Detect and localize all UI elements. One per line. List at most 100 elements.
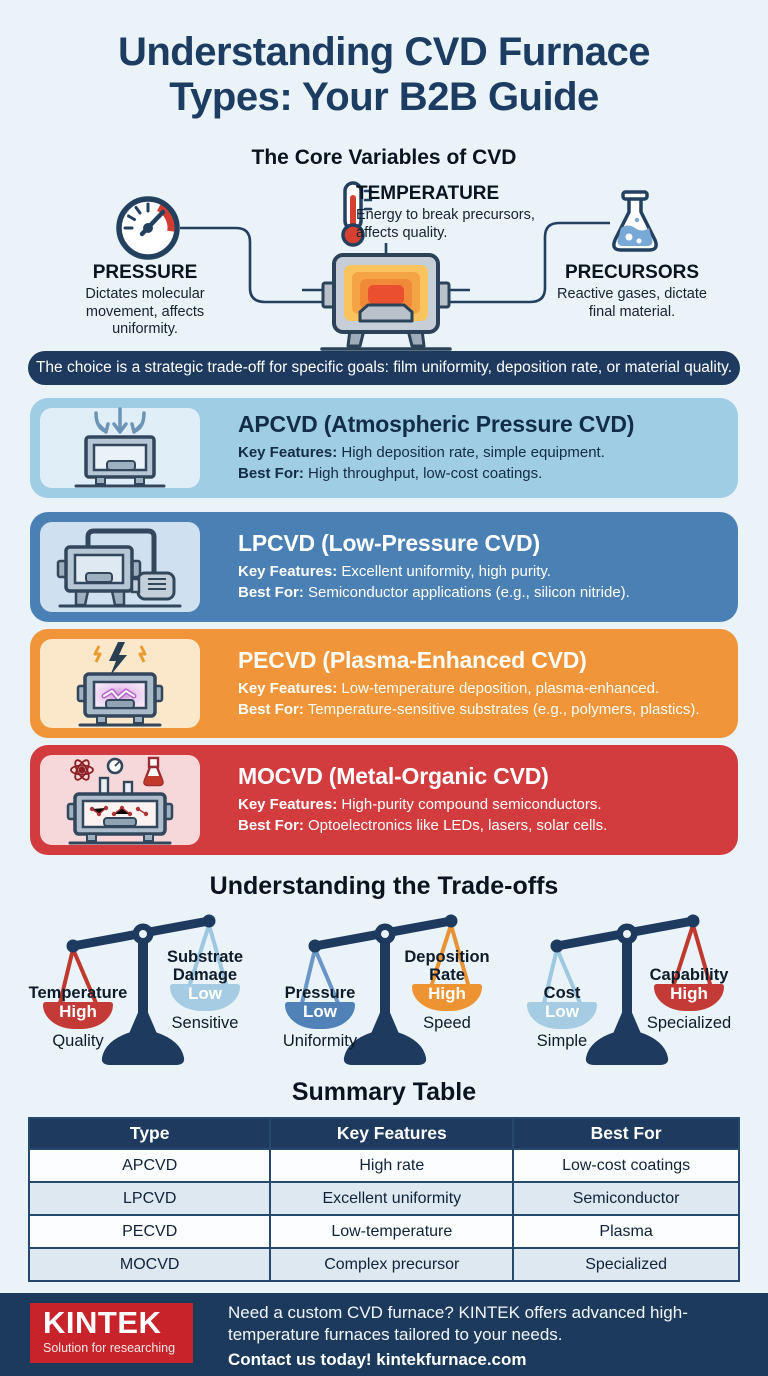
scale1-right-bowl: Low [170,984,240,1011]
pressure-gauge-icon [116,196,180,260]
lpcvd-text: LPCVD (Low-Pressure CVD) Key Features: E… [210,530,738,603]
lpcvd-key-features-value: Excellent uniformity, high purity. [337,563,551,581]
card-apcvd: APCVD (Atmospheric Pressure CVD) Key Fea… [30,398,738,498]
lpcvd-best-for-label: Best For: [238,584,304,601]
lpcvd-furnace-pump-icon [56,528,182,608]
cell-lpcvd-features: Excellent uniformity [269,1181,515,1216]
pecvd-text: PECVD (Plasma-Enhanced CVD) Key Features… [210,647,738,720]
balance-scale-pressure: Pressure Low Uniformity Deposition Rate … [265,908,505,1080]
cell-pecvd-bestfor: Plasma [512,1214,740,1249]
mocvd-best-for-label: Best For: [238,817,304,834]
footer-text-block: Need a custom CVD furnace? KINTEK offers… [228,1302,736,1370]
balance-scale-icon [542,914,712,1065]
mocvd-title: MOCVD (Metal-Organic CVD) [238,763,549,790]
card-pecvd: PECVD (Plasma-Enhanced CVD) Key Features… [30,629,738,738]
table-row-mocvd: MOCVD Complex precursor Specialized [27,1247,740,1282]
pecvd-title: PECVD (Plasma-Enhanced CVD) [238,646,587,673]
thermometer-icon [341,181,373,247]
lpcvd-best-for-value: Semiconductor applications (e.g., silico… [303,584,630,601]
precursors-label-block: PRECURSORS Reactive gases, dictate final… [552,262,712,321]
pecvd-key-features-label: Key Features: [238,679,338,697]
apcvd-key-features-value: High deposition rate, simple equipment. [337,444,605,462]
apcvd-text: APCVD (Atmospheric Pressure CVD) Key Fea… [210,411,738,484]
pecvd-best-for-value: Temperature-sensitive substrates (e.g., … [303,700,700,718]
scale2-right-sub: Speed [423,1014,471,1032]
mocvd-molecule-furnace-icon [66,756,174,845]
scale1-right-label: Substrate Damage [166,948,244,984]
lpcvd-key-features: Key Features: Excellent uniformity, high… [238,562,728,583]
apcvd-best-for: Best For: High throughput, low-cost coat… [238,464,728,485]
card-mocvd: MOCVD (Metal-Organic CVD) Key Features: … [30,745,738,855]
cell-pecvd-type: PECVD [27,1214,272,1249]
pecvd-plasma-furnace-icon [76,641,164,726]
balance-scale-icon [58,914,228,1065]
pecvd-best-for-label: Best For: [238,700,304,718]
precursors-description: Reactive gases, dictate final material. [557,286,707,320]
scale1-right-pan: Substrate Damage Low Sensitive [167,946,243,1033]
pecvd-key-features-value: Low-temperature deposition, plasma-enhan… [337,679,660,697]
kintek-logo-text: KINTEK [43,1305,162,1340]
scale3-right-bowl: High [654,984,724,1011]
cvd-furnace-icon [320,253,452,351]
scale3-right-sub: Specialized [646,1014,732,1032]
scale1-left-bowl: High [43,1002,113,1029]
apcvd-title: APCVD (Atmospheric Pressure CVD) [238,411,635,438]
flask-icon [612,190,658,252]
scale2-right-label: Deposition Rate [404,948,490,984]
mocvd-best-for: Best For: Optoelectronics like LEDs, las… [238,816,728,837]
pecvd-key-features: Key Features: Low-temperature deposition… [238,679,728,700]
lpcvd-title: LPCVD (Low-Pressure CVD) [238,530,540,557]
mocvd-text: MOCVD (Metal-Organic CVD) Key Features: … [210,763,738,836]
scale2-right-bowl: High [412,984,482,1011]
core-variables-heading: The Core Variables of CVD [251,146,517,169]
card-lpcvd: LPCVD (Low-Pressure CVD) Key Features: E… [30,512,738,622]
kintek-logo: KINTEK Solution for researching [30,1303,193,1363]
scale3-right-label: Capability [649,965,729,984]
cell-pecvd-features: Low-temperature [269,1214,515,1249]
pecvd-icon-box [40,639,200,728]
strategy-banner: The choice is a strategic trade-off for … [28,351,740,385]
scale3-left-label: Cost [543,983,581,1002]
lpcvd-icon-box [40,522,200,612]
scale2-left-label: Pressure [284,983,356,1002]
scale1-left-label: Temperature [28,983,128,1002]
scale3-left-pan: Cost Low Simple [527,964,597,1051]
footer-message: Need a custom CVD furnace? KINTEK offers… [228,1303,688,1344]
cell-apcvd-type: APCVD [27,1148,272,1183]
pressure-name: PRESSURE [92,262,198,283]
pressure-label-block: PRESSURE Dictates molecular movement, af… [70,262,220,339]
mocvd-key-features-label: Key Features: [238,796,338,814]
cell-mocvd-bestfor: Specialized [512,1247,740,1282]
scale3-right-pan: Capability High Specialized [647,946,731,1033]
mocvd-best-for-value: Optoelectronics like LEDs, lasers, solar… [303,817,608,834]
table-row-pecvd: PECVD Low-temperature Plasma [27,1214,740,1249]
mocvd-key-features: Key Features: High-purity compound semic… [238,795,728,816]
apcvd-best-for-value: High throughput, low-cost coatings. [303,465,543,482]
scale3-left-bowl: Low [527,1002,597,1029]
lpcvd-key-features-label: Key Features: [238,563,338,581]
temperature-label-block: TEMPERATURE Energy to break precursors, … [356,183,536,242]
scale1-left-sub: Quality [52,1032,104,1050]
lpcvd-best-for: Best For: Semiconductor applications (e.… [238,583,728,604]
summary-table-header-row: Type Key Features Best For [27,1117,740,1150]
mocvd-key-features-value: High-purity compound semiconductors. [337,796,602,814]
temperature-name: TEMPERATURE [356,183,500,204]
summary-table: Type Key Features Best For APCVD High ra… [27,1117,740,1282]
pecvd-best-for: Best For: Temperature-sensitive substrat… [238,700,728,721]
apcvd-icon-box [40,407,200,488]
table-row-apcvd: APCVD High rate Low-cost coatings [27,1148,740,1183]
cell-apcvd-bestfor: Low-cost coatings [512,1148,740,1183]
scale1-left-pan: Temperature High Quality [29,964,128,1051]
page-title-line1: Understanding CVD Furnace [117,30,651,74]
balance-scale-icon [300,914,470,1065]
cell-mocvd-features: Complex precursor [269,1247,515,1282]
tradeoffs-heading: Understanding the Trade-offs [209,872,559,900]
summary-table-heading: Summary Table [291,1078,477,1106]
column-header-type: Type [27,1117,272,1150]
scale1-right-sub: Sensitive [171,1014,239,1032]
column-header-key-features: Key Features [269,1117,515,1150]
mocvd-icon-box [40,755,200,845]
cell-lpcvd-bestfor: Semiconductor [512,1181,740,1216]
precursors-name: PRECURSORS [564,262,700,283]
kintek-logo-tagline: Solution for researching [43,1340,176,1355]
